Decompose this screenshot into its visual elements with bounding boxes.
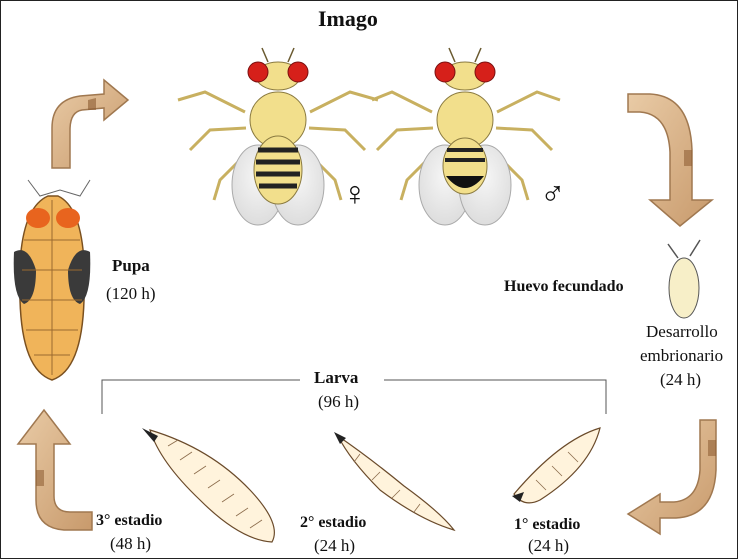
larva-duration: (96 h) xyxy=(318,392,359,412)
arrow-pupa-to-imago xyxy=(52,80,128,168)
embryo-duration: (24 h) xyxy=(660,370,701,390)
female-symbol-icon: ♀ xyxy=(342,178,368,212)
imago-title: Imago xyxy=(318,6,378,32)
pupa-duration: (120 h) xyxy=(106,284,156,304)
male-symbol-icon: ♂ xyxy=(540,178,566,212)
embryo-label-line1: Desarrollo xyxy=(646,322,718,342)
fertilized-egg xyxy=(668,240,700,318)
arrow-embryo-to-instar1 xyxy=(628,420,716,534)
instar3-duration: (48 h) xyxy=(110,534,151,554)
arrow-instar3-to-pupa xyxy=(18,410,92,530)
arrow-imago-to-egg xyxy=(628,94,712,226)
instar2-duration: (24 h) xyxy=(314,536,355,556)
embryo-label-line2: embrionario xyxy=(640,346,723,366)
male-fly xyxy=(372,48,560,225)
egg-label: Huevo fecundado xyxy=(504,278,624,296)
instar3-label: 3° estadio xyxy=(96,512,162,530)
larva-label: Larva xyxy=(314,368,358,388)
pupa xyxy=(14,180,91,380)
instar1-label: 1° estadio xyxy=(514,516,580,534)
instar1-duration: (24 h) xyxy=(528,536,569,556)
instar2-label: 2° estadio xyxy=(300,514,366,532)
larva-first-instar xyxy=(512,428,600,503)
pupa-label: Pupa xyxy=(112,256,150,276)
